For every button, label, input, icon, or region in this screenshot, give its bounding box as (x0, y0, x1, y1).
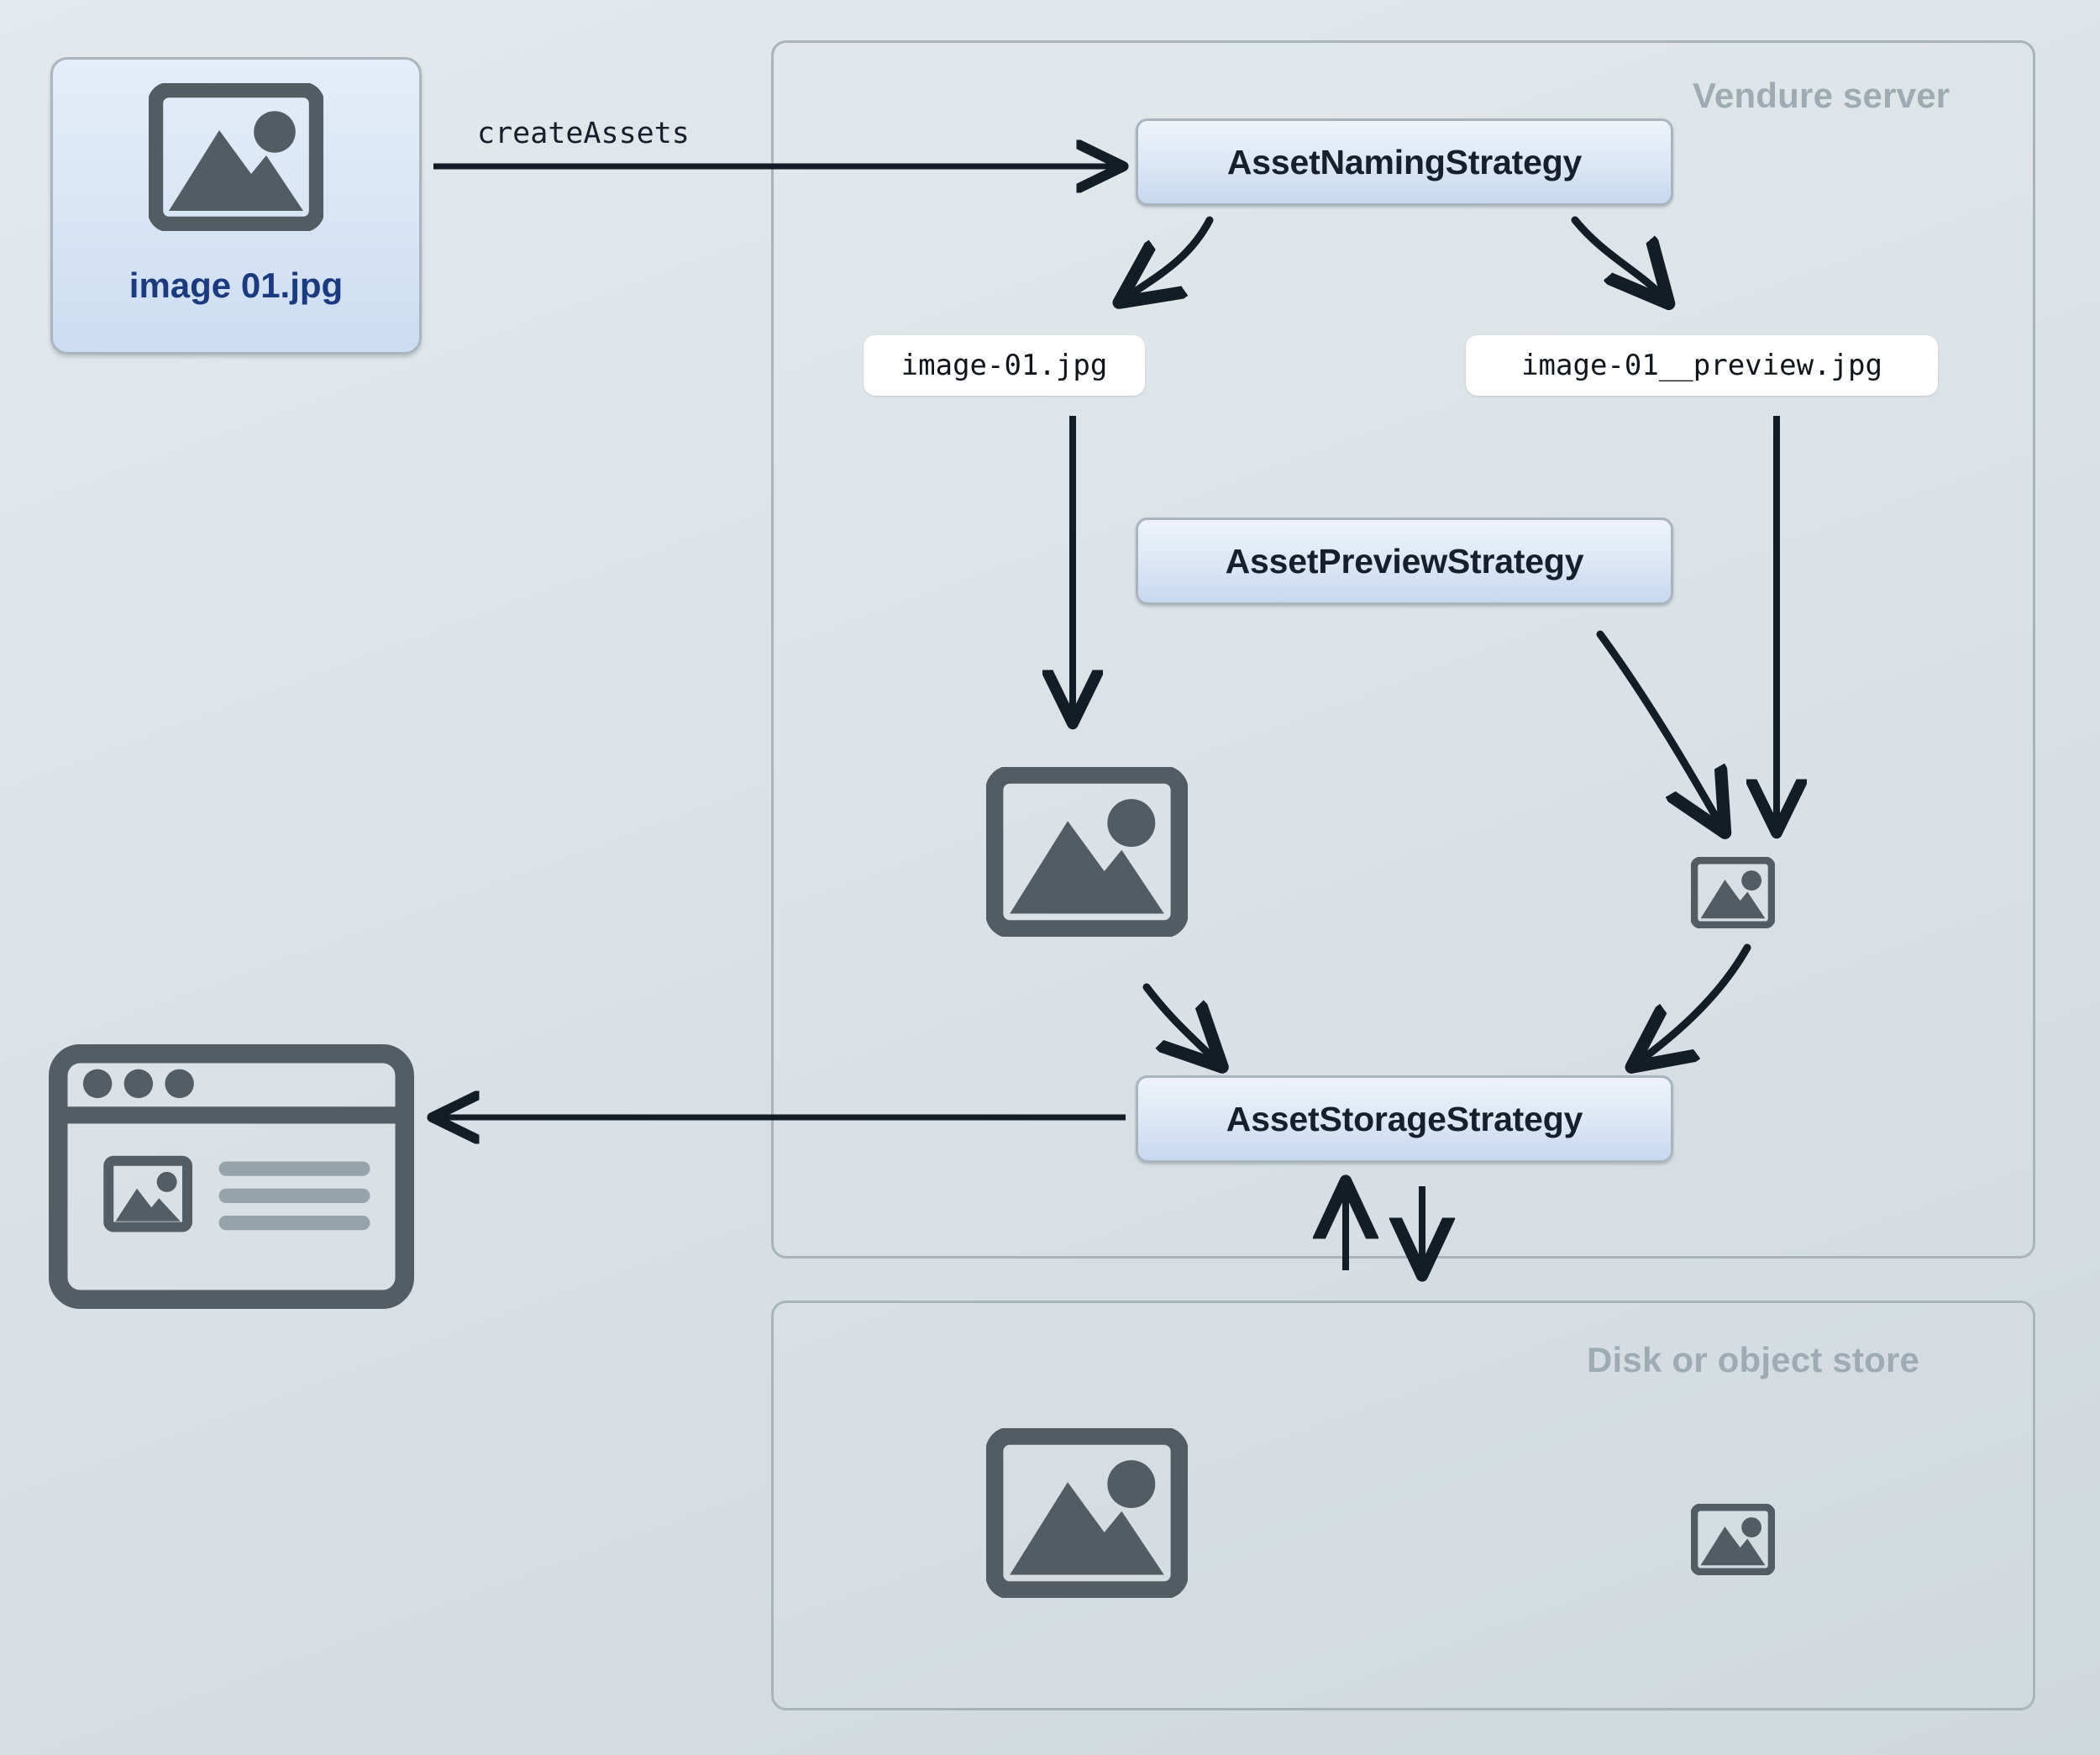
edge-create-assets-label: createAssets (477, 117, 690, 150)
picture-icon (147, 81, 325, 235)
asset-storage-strategy-label: AssetStorageStrategy (1226, 1099, 1583, 1138)
asset-storage-strategy-box[interactable]: AssetStorageStrategy (1136, 1075, 1673, 1163)
asset-naming-strategy-label: AssetNamingStrategy (1226, 142, 1583, 181)
asset-preview-strategy-label: AssetPreviewStrategy (1225, 541, 1584, 581)
container-disk-store (771, 1300, 2035, 1710)
original-image-icon (985, 765, 1189, 941)
asset-preview-strategy-box[interactable]: AssetPreviewStrategy (1136, 518, 1673, 605)
original-filename-pill: image-01.jpg (864, 335, 1145, 396)
asset-naming-strategy-box[interactable]: AssetNamingStrategy (1136, 118, 1673, 206)
source-asset-label: image 01.jpg (129, 265, 344, 305)
container-vendure-server (771, 40, 2035, 1258)
source-asset-card[interactable]: image 01.jpg (50, 57, 422, 355)
disk-original-image-icon (985, 1427, 1189, 1602)
original-filename-label: image-01.jpg (900, 349, 1108, 382)
container-disk-store-label: Disk or object store (1587, 1340, 1920, 1379)
preview-image-icon (1690, 856, 1776, 933)
preview-filename-label: image-01__preview.jpg (1521, 349, 1882, 382)
browser-window-icon (49, 1044, 414, 1313)
disk-preview-image-icon (1690, 1503, 1776, 1579)
preview-filename-pill: image-01__preview.jpg (1466, 335, 1938, 396)
container-vendure-server-label: Vendure server (1693, 76, 1950, 115)
